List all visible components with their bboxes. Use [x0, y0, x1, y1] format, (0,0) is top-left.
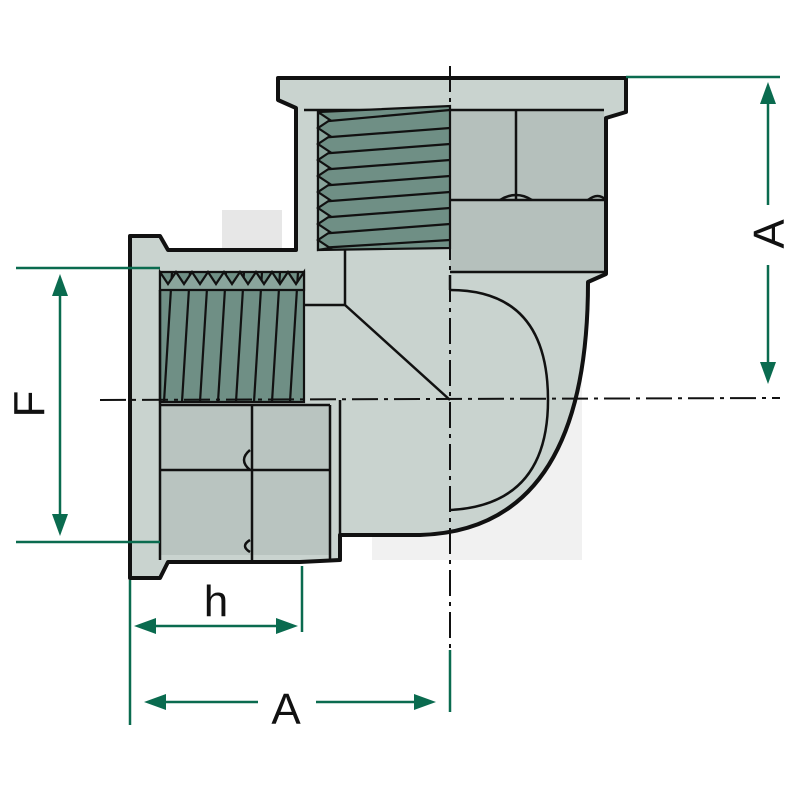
- arrow-up-icon: [760, 82, 776, 104]
- center-lines: [99, 66, 781, 650]
- left-thread: [158, 268, 306, 404]
- arrow-left-icon: [134, 618, 156, 634]
- arrow-down-icon: [52, 514, 68, 536]
- internal-bore: [160, 250, 550, 560]
- dim-f-label: F: [5, 391, 54, 418]
- arrow-right-icon: [276, 618, 298, 634]
- dim-a-horizontal-label: A: [271, 685, 301, 734]
- dim-h-label: h: [204, 577, 228, 626]
- dim-a-vertical-label: A: [745, 219, 794, 249]
- arrow-up-icon: [52, 274, 68, 296]
- top-thread: [316, 104, 452, 252]
- arrow-left-icon: [144, 694, 166, 710]
- dimensions: [16, 75, 780, 725]
- arrow-down-icon: [760, 362, 776, 384]
- left-hex: [158, 290, 330, 560]
- horizontal-centerline: [99, 397, 781, 401]
- body-shading: [160, 110, 604, 555]
- arrow-right-icon: [414, 694, 436, 710]
